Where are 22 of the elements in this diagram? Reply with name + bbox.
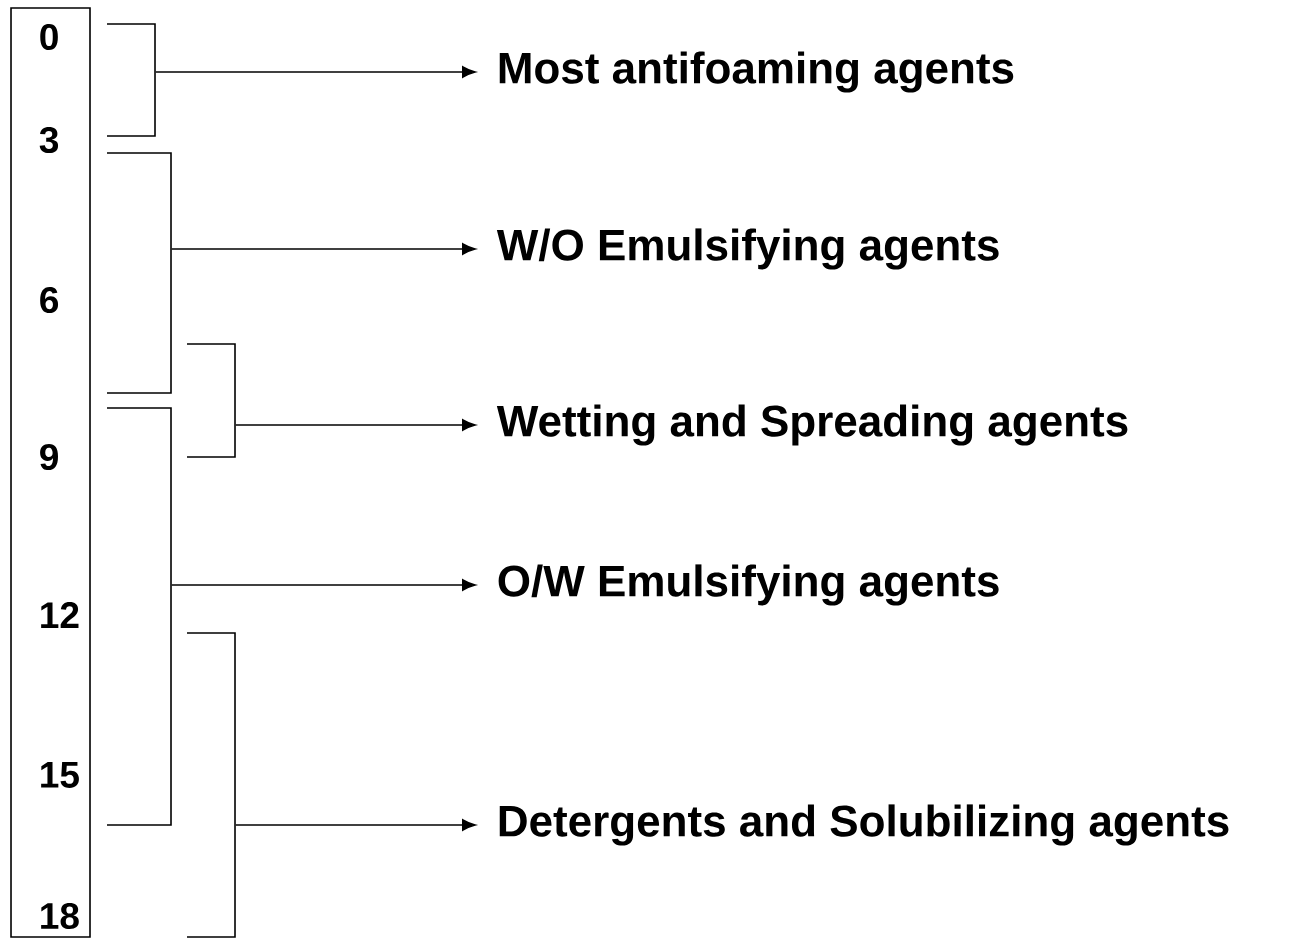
arrow	[171, 579, 476, 591]
bracket	[186, 632, 236, 938]
arrow	[235, 819, 476, 831]
scale-number: 15	[41, 762, 79, 788]
scale-number: 0	[40, 23, 58, 51]
scale-number: 3	[39, 126, 59, 154]
scale-number: 6	[40, 286, 59, 314]
bracket	[186, 343, 236, 458]
bracket	[106, 23, 156, 137]
category-text: Most antifoaming agents	[499, 51, 1014, 93]
category-text: W/O Emulsifying agents	[496, 228, 999, 270]
arrow	[235, 419, 476, 431]
bracket	[106, 152, 172, 394]
category-text: O/W Emulsifying agents	[498, 564, 999, 606]
scale-number: 12	[41, 602, 79, 628]
bracket	[106, 407, 172, 826]
scale-number: 9	[40, 443, 58, 471]
arrow	[155, 66, 476, 78]
category-text: Wetting and Spreading agents	[496, 404, 1128, 446]
arrow	[171, 243, 476, 255]
category-text: Detergents and Solubilizing agents	[499, 804, 1229, 846]
scale-number: 18	[41, 902, 79, 930]
